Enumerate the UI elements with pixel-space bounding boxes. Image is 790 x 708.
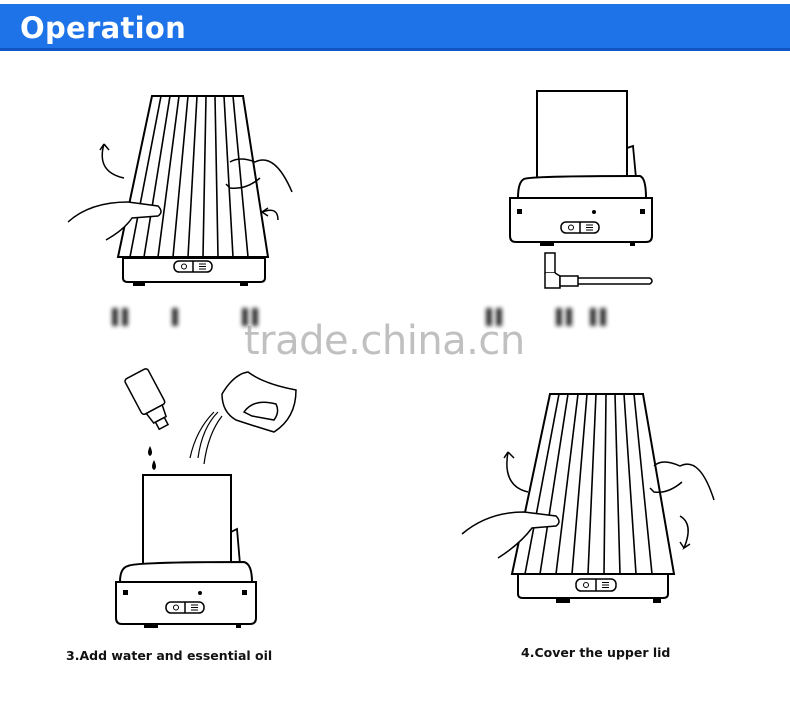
rotate-arrow-icon: [99, 143, 125, 179]
section-title: Operation: [20, 11, 187, 45]
step-4-illustration: [458, 388, 718, 610]
control-buttons: [575, 578, 617, 592]
step-3-caption: 3.Add water and essential oil: [66, 648, 273, 663]
step-1-illustration: [60, 90, 310, 300]
rotate-arrow-icon: [261, 207, 279, 221]
control-buttons: [165, 601, 205, 614]
step-4-caption: 4.Cover the upper lid: [521, 645, 671, 660]
water-jug-icon: [221, 371, 297, 433]
control-buttons: [560, 221, 600, 234]
watermark: trade.china.cn: [244, 318, 525, 364]
step-2-illustration: [500, 88, 670, 298]
right-hand: [225, 158, 293, 193]
power-plug-icon: [544, 252, 653, 289]
oil-bottle-icon: [124, 368, 170, 431]
section-header: Operation: [0, 4, 790, 51]
step-2-caption-blurred: [486, 308, 610, 330]
rotate-arrow-icon: [503, 451, 529, 493]
step-3-illustration: [104, 368, 304, 630]
right-hand: [649, 461, 715, 501]
left-hand: [461, 511, 560, 559]
control-buttons: [173, 260, 213, 273]
step-1-caption-blurred: [112, 308, 262, 330]
rotate-arrow-icon: [679, 515, 691, 550]
left-hand: [67, 201, 162, 241]
